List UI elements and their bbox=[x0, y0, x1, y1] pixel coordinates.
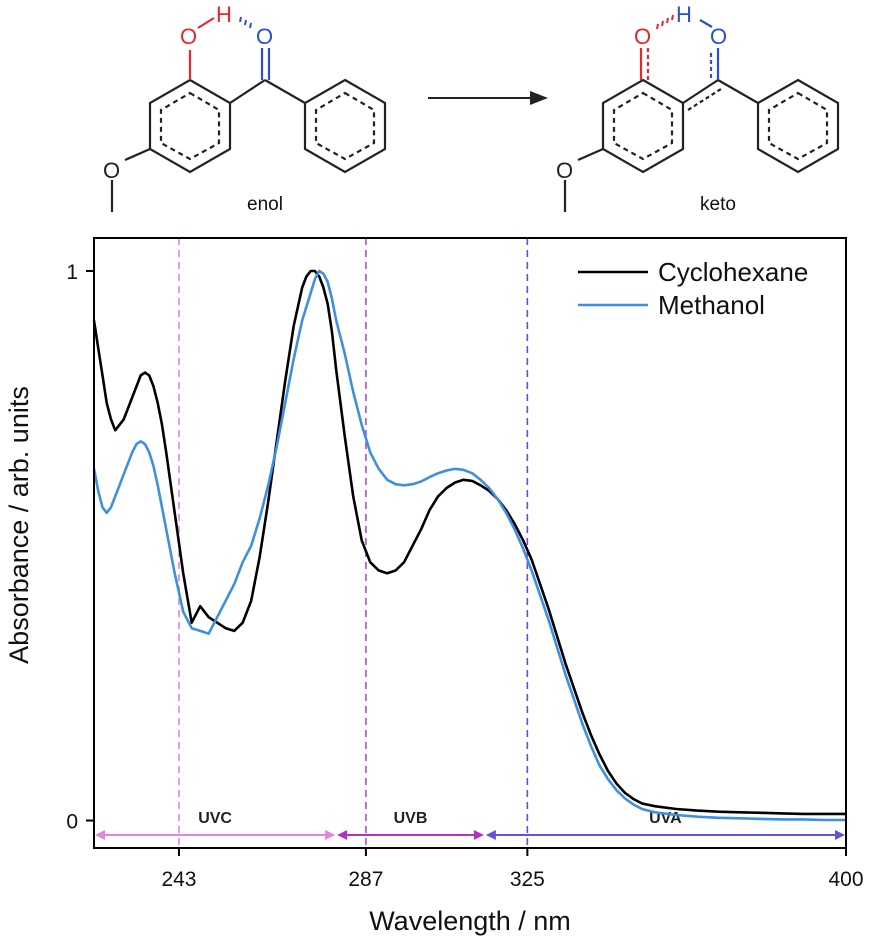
enol-oxygen-donor: O bbox=[180, 24, 197, 49]
legend-label-methanol: Methanol bbox=[658, 290, 765, 320]
keto-bond bbox=[717, 79, 759, 104]
band-arrowhead-right bbox=[835, 830, 845, 840]
band-arrowhead-left bbox=[95, 830, 105, 840]
reaction-scheme: O H O O bbox=[103, 2, 840, 212]
enol-molecule bbox=[110, 16, 387, 212]
keto-molecule bbox=[563, 14, 840, 212]
keto-oxygen-hydroxyl: O bbox=[710, 24, 727, 49]
x-tick-label-243: 243 bbox=[161, 868, 196, 891]
x-tick-label-325: 325 bbox=[510, 868, 545, 891]
series-lines bbox=[92, 269, 846, 822]
enol-ring-right-aromatic bbox=[314, 91, 376, 161]
band-label-uvb: UVB bbox=[394, 810, 428, 827]
enol-methoxy-bond bbox=[124, 147, 151, 162]
y-tick-label-1: 1 bbox=[66, 261, 78, 284]
enol-oxygen-acceptor: O bbox=[256, 24, 273, 49]
enol-bond bbox=[264, 79, 306, 104]
keto-methoxy-bond bbox=[577, 147, 604, 162]
keto-bond bbox=[682, 79, 719, 104]
keto-ring-right-aromatic bbox=[767, 91, 829, 161]
band-arrowhead-left bbox=[485, 830, 496, 840]
x-tick-label-287: 287 bbox=[348, 868, 383, 891]
enol-bond bbox=[229, 79, 266, 104]
keto-bond-partial bbox=[687, 88, 722, 111]
keto-oh-bond bbox=[699, 19, 713, 28]
keto-hydrogen: H bbox=[676, 2, 692, 27]
enol-hydrogen-bond bbox=[239, 16, 252, 29]
band-label-uvc: UVC bbox=[198, 810, 232, 827]
keto-methoxy-oxygen: O bbox=[556, 158, 573, 183]
series-line-methanol bbox=[92, 269, 846, 822]
keto-label: keto bbox=[700, 194, 736, 215]
series-line-cyclohexane bbox=[92, 269, 846, 816]
keto-oxygen-carbonyl: O bbox=[634, 24, 651, 49]
band-arrowhead-left bbox=[337, 830, 348, 840]
x-tick-label-400: 400 bbox=[828, 868, 863, 891]
legend-label-cyclohexane: Cyclohexane bbox=[658, 257, 808, 287]
enol-methoxy-oxygen: O bbox=[103, 158, 120, 183]
legend: Cyclohexane Methanol bbox=[578, 257, 808, 320]
enol-hydrogen: H bbox=[216, 2, 232, 27]
enol-label: enol bbox=[247, 194, 283, 215]
band-arrowhead-right bbox=[325, 830, 336, 840]
x-axis-label: Wavelength / nm bbox=[369, 906, 571, 936]
axis-ticks: 243 287 325 400 0 1 bbox=[66, 261, 863, 891]
y-tick-label-0: 0 bbox=[66, 811, 78, 834]
keto-ring-left-aromatic bbox=[612, 91, 674, 161]
right-arrow-icon bbox=[428, 91, 548, 105]
enol-oh-bond bbox=[197, 17, 215, 29]
y-axis-label: Absorbance / arb. units bbox=[4, 386, 34, 664]
plot-frame bbox=[93, 237, 847, 849]
marker-lines bbox=[178, 238, 529, 848]
enol-ring-left-aromatic bbox=[159, 91, 221, 161]
band-arrowhead-right bbox=[473, 830, 484, 840]
keto-hydrogen-bond bbox=[656, 14, 674, 30]
